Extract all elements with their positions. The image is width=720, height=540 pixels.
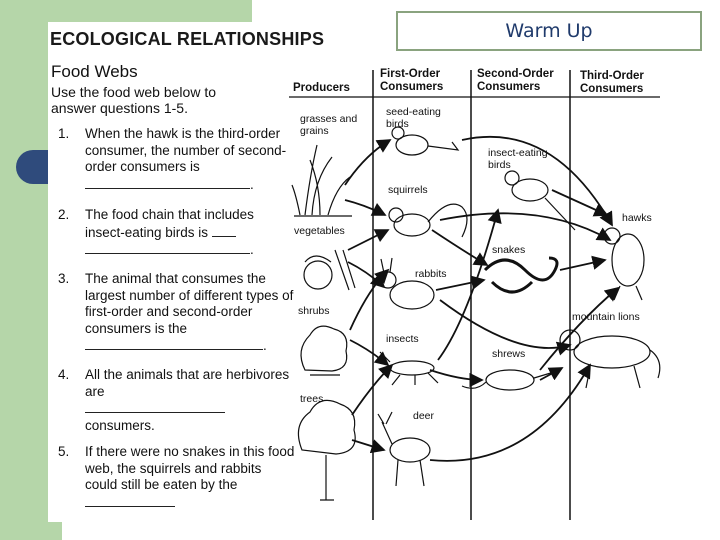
shrub-drawing <box>300 325 348 376</box>
seed-eating-bird-drawing <box>391 126 460 156</box>
energy-flow-arrows <box>344 135 620 462</box>
question-text: All the animals that are herbivores are <box>85 367 290 399</box>
section-subtitle: Food Webs <box>51 62 138 81</box>
label-squirrels: squirrels <box>388 184 428 196</box>
question-1: 1. When the hawk is the third-order cons… <box>58 126 287 192</box>
answer-blank[interactable] <box>85 176 250 189</box>
tree-drawing <box>297 399 356 501</box>
insect-eating-bird-drawing <box>504 170 576 231</box>
question-text: When the hawk is the third-order consume… <box>85 126 287 174</box>
label-seed-eating-birds: seed-eating birds <box>386 106 441 130</box>
warm-up-title-box: Warm Up <box>396 11 702 51</box>
question-text: If there were no snakes in this food web… <box>85 444 295 492</box>
question-5: 5. If there were no snakes in this food … <box>58 444 298 520</box>
answer-blank[interactable] <box>85 400 225 413</box>
label-insect-eating-birds: insect-eating birds <box>488 147 548 171</box>
question-number: 4. <box>58 367 70 382</box>
deer-drawing <box>377 411 431 487</box>
instructions: Use the food web below to answer questio… <box>51 84 266 116</box>
question-3: 3. The animal that consumes the largest … <box>58 271 294 353</box>
label-shrubs: shrubs <box>298 305 330 317</box>
question-text-continued: consumers. <box>85 417 155 433</box>
answer-blank[interactable] <box>85 494 175 507</box>
column-header-first-order: First-Order Consumers <box>380 68 444 93</box>
question-text: The food chain that includes insect-eati… <box>85 207 254 240</box>
instruction-line-1: Use the food web below to <box>51 84 216 100</box>
label-snakes: snakes <box>492 244 526 256</box>
squirrel-drawing <box>388 203 468 238</box>
snake-drawing <box>483 256 559 294</box>
column-header-third-order: Third-Order Consumers <box>580 70 644 95</box>
label-insects: insects <box>386 333 419 345</box>
label-hawks: hawks <box>622 212 652 224</box>
label-vegetables: vegetables <box>294 225 345 237</box>
label-grasses: grasses and grains <box>300 113 358 137</box>
vegetables-drawing <box>303 249 356 291</box>
question-text: The animal that consumes the largest num… <box>85 271 294 336</box>
hawk-drawing <box>603 227 645 301</box>
worksheet-page: ECOLOGICAL RELATIONSHIPS <box>48 22 666 522</box>
column-header-second-order: Second-Order Consumers <box>477 68 554 93</box>
question-2: 2. The food chain that includes insect-e… <box>58 207 254 257</box>
slide-green-top-band <box>0 0 252 22</box>
label-trees: trees <box>300 393 324 405</box>
worksheet-title: ECOLOGICAL RELATIONSHIPS <box>50 29 325 49</box>
question-number: 2. <box>58 207 70 222</box>
answer-blank[interactable] <box>85 241 250 254</box>
answer-blank[interactable] <box>211 224 236 237</box>
question-4: 4. All the animals that are herbivores a… <box>58 367 298 439</box>
label-deer: deer <box>413 410 435 422</box>
instruction-line-2: answer questions 1-5. <box>51 100 188 116</box>
mountain-lion-drawing <box>559 329 661 389</box>
grass-drawing <box>291 144 352 217</box>
answer-blank[interactable] <box>85 337 263 350</box>
question-number: 1. <box>58 126 70 141</box>
label-shrews: shrews <box>492 348 526 360</box>
question-number: 3. <box>58 271 70 286</box>
rabbit-drawing <box>379 257 435 310</box>
column-header-producers: Producers <box>293 82 350 94</box>
label-rabbits: rabbits <box>415 268 447 280</box>
question-number: 5. <box>58 444 70 459</box>
